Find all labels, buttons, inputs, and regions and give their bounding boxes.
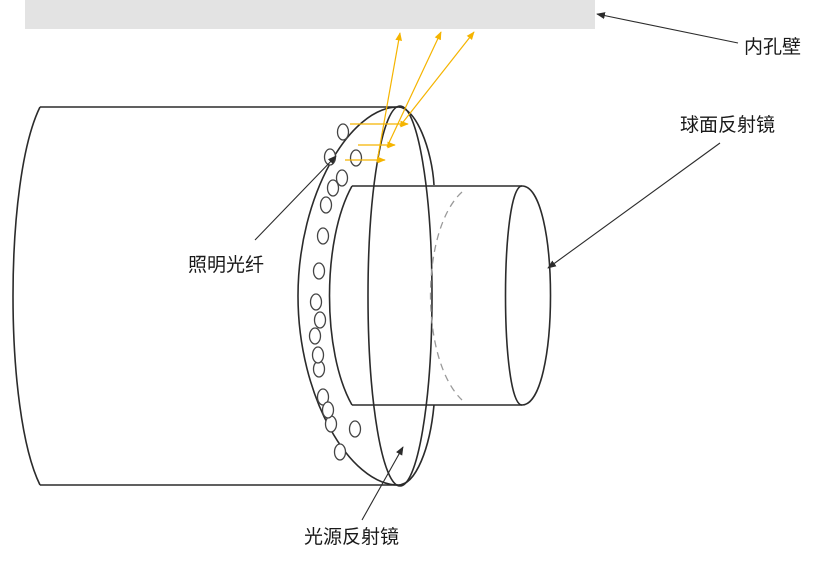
light-rays <box>345 31 475 164</box>
light-source-mirror <box>297 105 435 487</box>
illumination-fiber-leader-arrow <box>254 155 337 241</box>
light-ray-reflected <box>399 31 475 127</box>
fiber-hole <box>316 227 330 245</box>
illumination-fiber-label: 照明光纤 <box>188 254 264 276</box>
fiber-hole <box>312 262 326 280</box>
fiber-hole <box>309 293 323 311</box>
fiber-hole <box>311 346 325 364</box>
fiber-hole <box>333 443 347 461</box>
inner-wall-leader-arrow <box>596 12 739 44</box>
light-ray-reflected <box>376 32 402 163</box>
spherical-mirror-leader-arrow <box>547 142 721 269</box>
fiber-hole <box>349 149 363 167</box>
light-source-mirror-label: 光源反射镜 <box>304 526 399 548</box>
fiber-hole <box>308 327 322 345</box>
light-source-mirror-inner-ring <box>367 105 433 487</box>
fiber-hole <box>336 123 350 141</box>
spherical-mirror <box>328 185 552 406</box>
fiber-hole <box>326 179 340 197</box>
fiber-hole <box>319 196 333 214</box>
spherical-mirror-hidden-edge <box>429 191 463 401</box>
fiber-hole <box>335 169 349 187</box>
inner-wall-label: 内孔壁 <box>744 36 801 58</box>
light-source-mirror-leader-arrow <box>361 446 404 521</box>
spherical-mirror-end <box>504 185 552 406</box>
probe-body <box>12 106 398 486</box>
illumination-fiber-array <box>308 123 363 461</box>
spherical-mirror-label: 球面反射镜 <box>680 114 775 136</box>
fiber-hole <box>313 311 327 329</box>
fiber-hole <box>321 401 335 419</box>
light-ray-reflected <box>386 31 442 148</box>
inner-wall <box>25 0 595 29</box>
fiber-hole <box>348 420 362 438</box>
